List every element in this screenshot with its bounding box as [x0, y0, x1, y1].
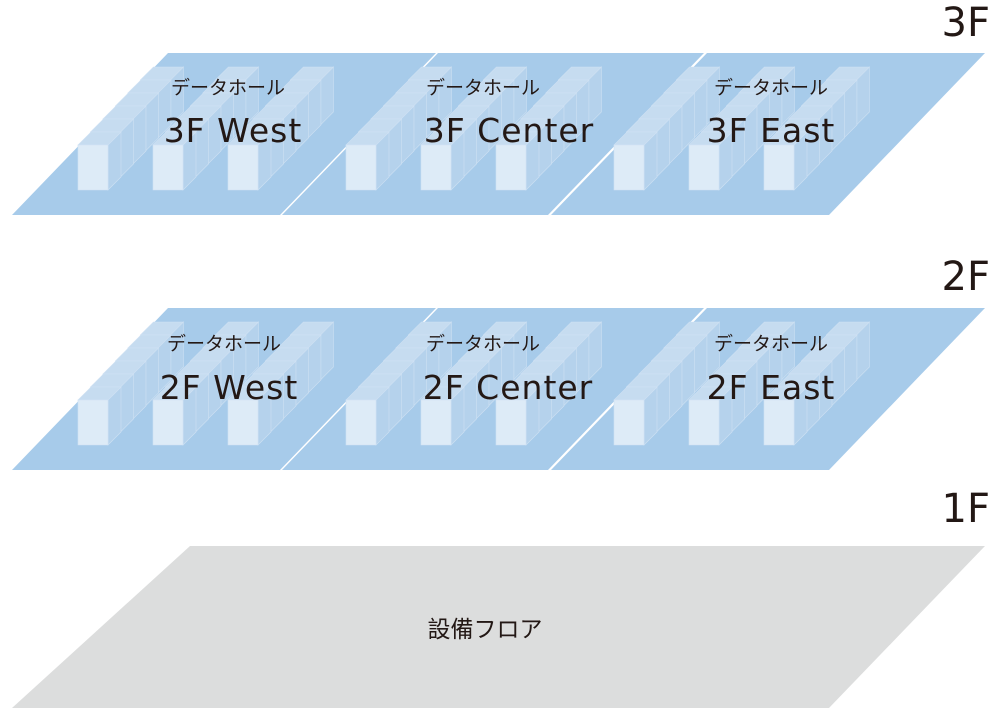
rack-front-face: [763, 399, 795, 446]
rack-front-face: [420, 399, 452, 446]
hall-name-3f-west: 3F West: [164, 111, 303, 150]
rack-front-face: [763, 144, 795, 191]
rack-front-face: [420, 144, 452, 191]
server-racks-2f-center: [345, 321, 603, 446]
rack-front-face: [613, 399, 645, 446]
equipment-floor: [12, 546, 985, 708]
rack-front-face: [77, 144, 109, 191]
floor-label-2f: 2F: [942, 254, 990, 300]
hall-type-label: データホール: [714, 333, 828, 355]
rack-front-face: [688, 144, 720, 191]
server-racks-2f-east: [613, 321, 871, 446]
hall-type-label: データホール: [167, 333, 281, 355]
server-racks-3f-west: [77, 66, 335, 191]
rack-front-face: [495, 144, 527, 191]
rack-front-face: [613, 144, 645, 191]
rack-front-face: [345, 144, 377, 191]
hall-name-3f-center: 3F Center: [424, 111, 595, 150]
hall-type-label: データホール: [426, 333, 540, 355]
floor-2f: 2F データホール 2F West データホール 2F Center データホール 2F E…: [12, 254, 990, 470]
rack-front-face: [77, 399, 109, 446]
hall-name-3f-east: 3F East: [707, 111, 836, 150]
rack-front-face: [152, 144, 184, 191]
floor-label-1f: 1F: [942, 486, 990, 532]
rack-front-face: [495, 399, 527, 446]
hall-type-label: データホール: [714, 77, 828, 99]
server-racks-2f-west: [77, 321, 335, 446]
floor-label-3f: 3F: [942, 0, 990, 46]
floor-3f: 3F データホール 3F West データホール 3F Center データホール 3F E…: [12, 0, 990, 215]
server-racks-3f-east: [613, 66, 871, 191]
rack-front-face: [152, 399, 184, 446]
equipment-floor-label: 設備フロア: [428, 617, 543, 643]
rack-front-face: [688, 399, 720, 446]
rack-front-face: [227, 399, 259, 446]
hall-name-2f-center: 2F Center: [423, 368, 594, 407]
floor-1f: 1F 設備フロア: [12, 486, 990, 708]
server-racks-3f-center: [345, 66, 603, 191]
rack-front-face: [227, 144, 259, 191]
hall-name-2f-west: 2F West: [160, 368, 299, 407]
rack-front-face: [345, 399, 377, 446]
hall-type-label: データホール: [171, 77, 285, 99]
hall-name-2f-east: 2F East: [707, 368, 836, 407]
hall-type-label: データホール: [426, 77, 540, 99]
